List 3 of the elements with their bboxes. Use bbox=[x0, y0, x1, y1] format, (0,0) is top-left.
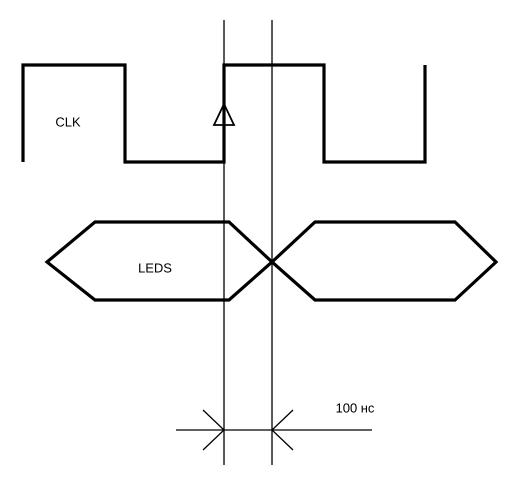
signal-label: 100 нс bbox=[336, 403, 374, 413]
signal-label: LEDS bbox=[139, 263, 172, 273]
signal-label: CLK bbox=[56, 117, 80, 127]
